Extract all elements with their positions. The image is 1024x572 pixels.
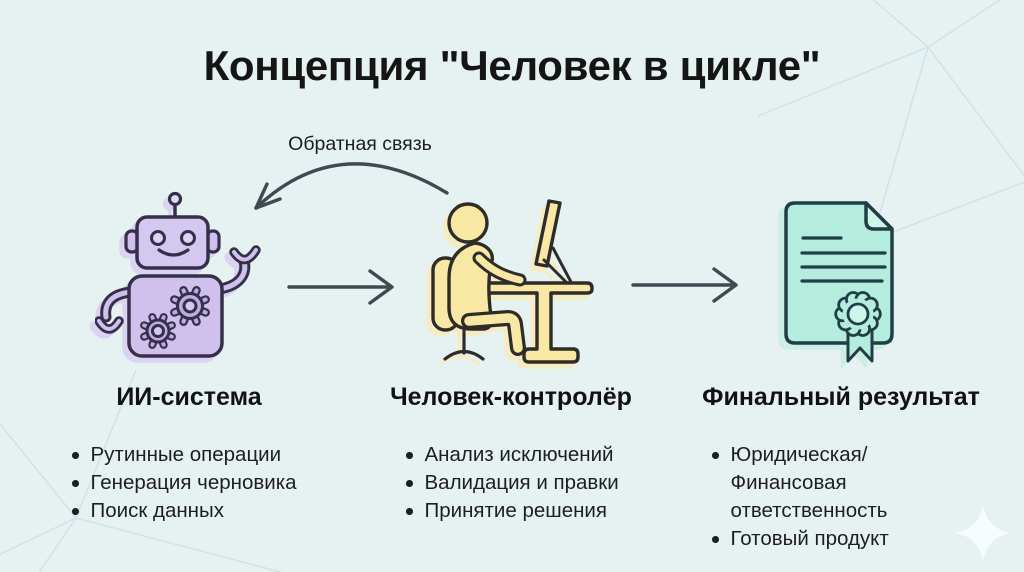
person-at-computer-icon [431,199,594,364]
page-title: Концепция "Человек в цикле" [203,42,821,89]
bullet-dot [72,452,79,459]
list-item: Юридическая/Финансовая ответственность [712,441,968,525]
bullet-dot [406,452,413,459]
list-item-text: Принятие решения [424,499,607,522]
list-item-text: Генерация черновика [90,471,297,494]
certificate-document-icon [784,201,894,363]
bullet-list-final-result: Юридическая/Финансовая ответственность Г… [712,441,968,553]
list-item-text: Поиск данных [90,499,225,522]
column-header-human-controller: Человек-контролёр [390,383,632,411]
list-item: Готовый продукт [712,525,968,553]
bullet-dot [72,508,79,515]
list-item-text: Готовый продукт [730,527,889,550]
bullet-list-ai-system: Рутинные операции Генерация черновика По… [72,441,342,525]
list-item-text: Валидация и правки [424,471,619,494]
list-item: Принятие решения [406,497,676,525]
list-item: Поиск данных [72,497,342,525]
list-item-text: Анализ исключений [424,443,614,466]
robot-icon [95,191,261,358]
bullet-dot [406,480,413,487]
list-item-text: Рутинные операции [90,443,282,466]
feedback-arrow-label: Обратная связь [288,133,432,155]
bullet-dot [406,508,413,515]
column-header-ai-system: ИИ-система [116,383,262,411]
list-item: Анализ исключений [406,441,676,469]
list-item-text: Юридическая/Финансовая ответственность [730,443,888,522]
list-item: Генерация черновика [72,469,342,497]
bullet-list-human-controller: Анализ исключений Валидация и правки При… [406,441,676,525]
bullet-dot [72,480,79,487]
list-item: Рутинные операции [72,441,342,469]
four-point-sparkle-icon [955,505,1011,561]
bullet-dot [712,536,719,543]
list-item: Валидация и правки [406,469,676,497]
seal-rosette-icon [834,291,882,337]
column-header-final-result: Финальный результат [702,383,980,411]
bullet-dot [712,452,719,459]
